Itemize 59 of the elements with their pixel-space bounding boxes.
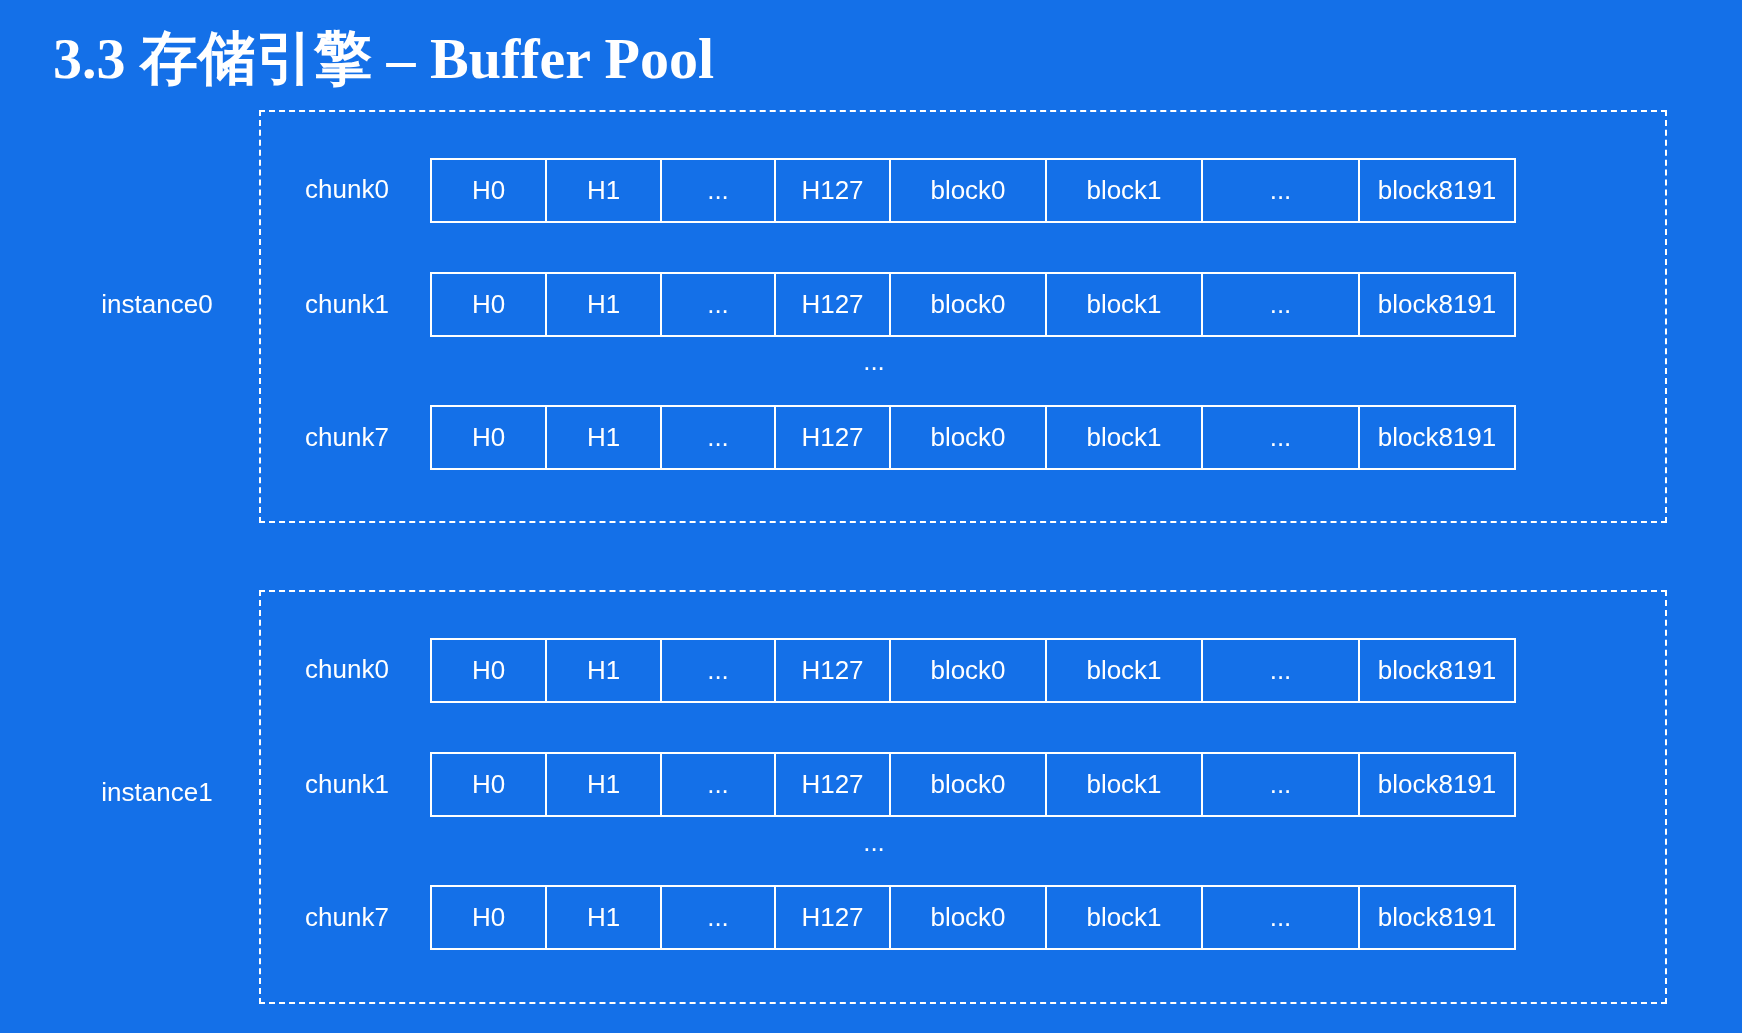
memory-cell: H127	[774, 158, 891, 223]
memory-cell: block0	[889, 638, 1047, 703]
memory-cell: ...	[1201, 405, 1360, 470]
text-label: ...	[863, 827, 885, 859]
memory-cell: block1	[1045, 885, 1203, 950]
memory-cell: H0	[430, 752, 547, 817]
memory-cell: block0	[889, 752, 1047, 817]
text-label: chunk7	[305, 422, 389, 454]
memory-cell: block1	[1045, 158, 1203, 223]
text-label: chunk7	[305, 902, 389, 934]
memory-cell: ...	[660, 158, 776, 223]
memory-cell: block8191	[1358, 638, 1516, 703]
text-label: chunk0	[305, 654, 389, 686]
title: 3.3 存储引擎 – Buffer Pool	[53, 30, 715, 88]
memory-cell: ...	[660, 272, 776, 337]
memory-cell: H1	[545, 752, 662, 817]
memory-cell: H127	[774, 885, 891, 950]
memory-cell: ...	[1201, 638, 1360, 703]
memory-cell: block1	[1045, 405, 1203, 470]
memory-cell: H0	[430, 885, 547, 950]
memory-cell: block1	[1045, 752, 1203, 817]
memory-cell: ...	[660, 885, 776, 950]
memory-cell: ...	[1201, 272, 1360, 337]
memory-cell: ...	[1201, 158, 1360, 223]
memory-cell: H127	[774, 405, 891, 470]
group-label: instance0	[101, 289, 213, 321]
memory-cell: ...	[660, 405, 776, 470]
memory-cell: H0	[430, 405, 547, 470]
memory-cell: H1	[545, 272, 662, 337]
memory-cell: ...	[660, 638, 776, 703]
memory-cell: block0	[889, 405, 1047, 470]
memory-cell: H0	[430, 272, 547, 337]
memory-cell: block8191	[1358, 885, 1516, 950]
memory-cell: ...	[1201, 752, 1360, 817]
memory-cell: block8191	[1358, 405, 1516, 470]
memory-cell: H1	[545, 158, 662, 223]
memory-cell: H127	[774, 752, 891, 817]
memory-cell: H127	[774, 272, 891, 337]
memory-cell: block8191	[1358, 272, 1516, 337]
text-label: chunk0	[305, 174, 389, 206]
memory-cell: block0	[889, 885, 1047, 950]
memory-cell: H1	[545, 638, 662, 703]
memory-cell: block8191	[1358, 158, 1516, 223]
memory-cell: H0	[430, 638, 547, 703]
group-label: instance1	[101, 777, 213, 809]
text-label: chunk1	[305, 769, 389, 801]
memory-cell: H1	[545, 405, 662, 470]
memory-cell: block0	[889, 158, 1047, 223]
memory-cell: H1	[545, 885, 662, 950]
text-label: ...	[863, 346, 885, 378]
memory-cell: ...	[660, 752, 776, 817]
memory-cell: block8191	[1358, 752, 1516, 817]
text-label: chunk1	[305, 289, 389, 321]
memory-cell: block1	[1045, 638, 1203, 703]
memory-cell: H127	[774, 638, 891, 703]
memory-cell: block0	[889, 272, 1047, 337]
memory-cell: block1	[1045, 272, 1203, 337]
memory-cell: ...	[1201, 885, 1360, 950]
memory-cell: H0	[430, 158, 547, 223]
